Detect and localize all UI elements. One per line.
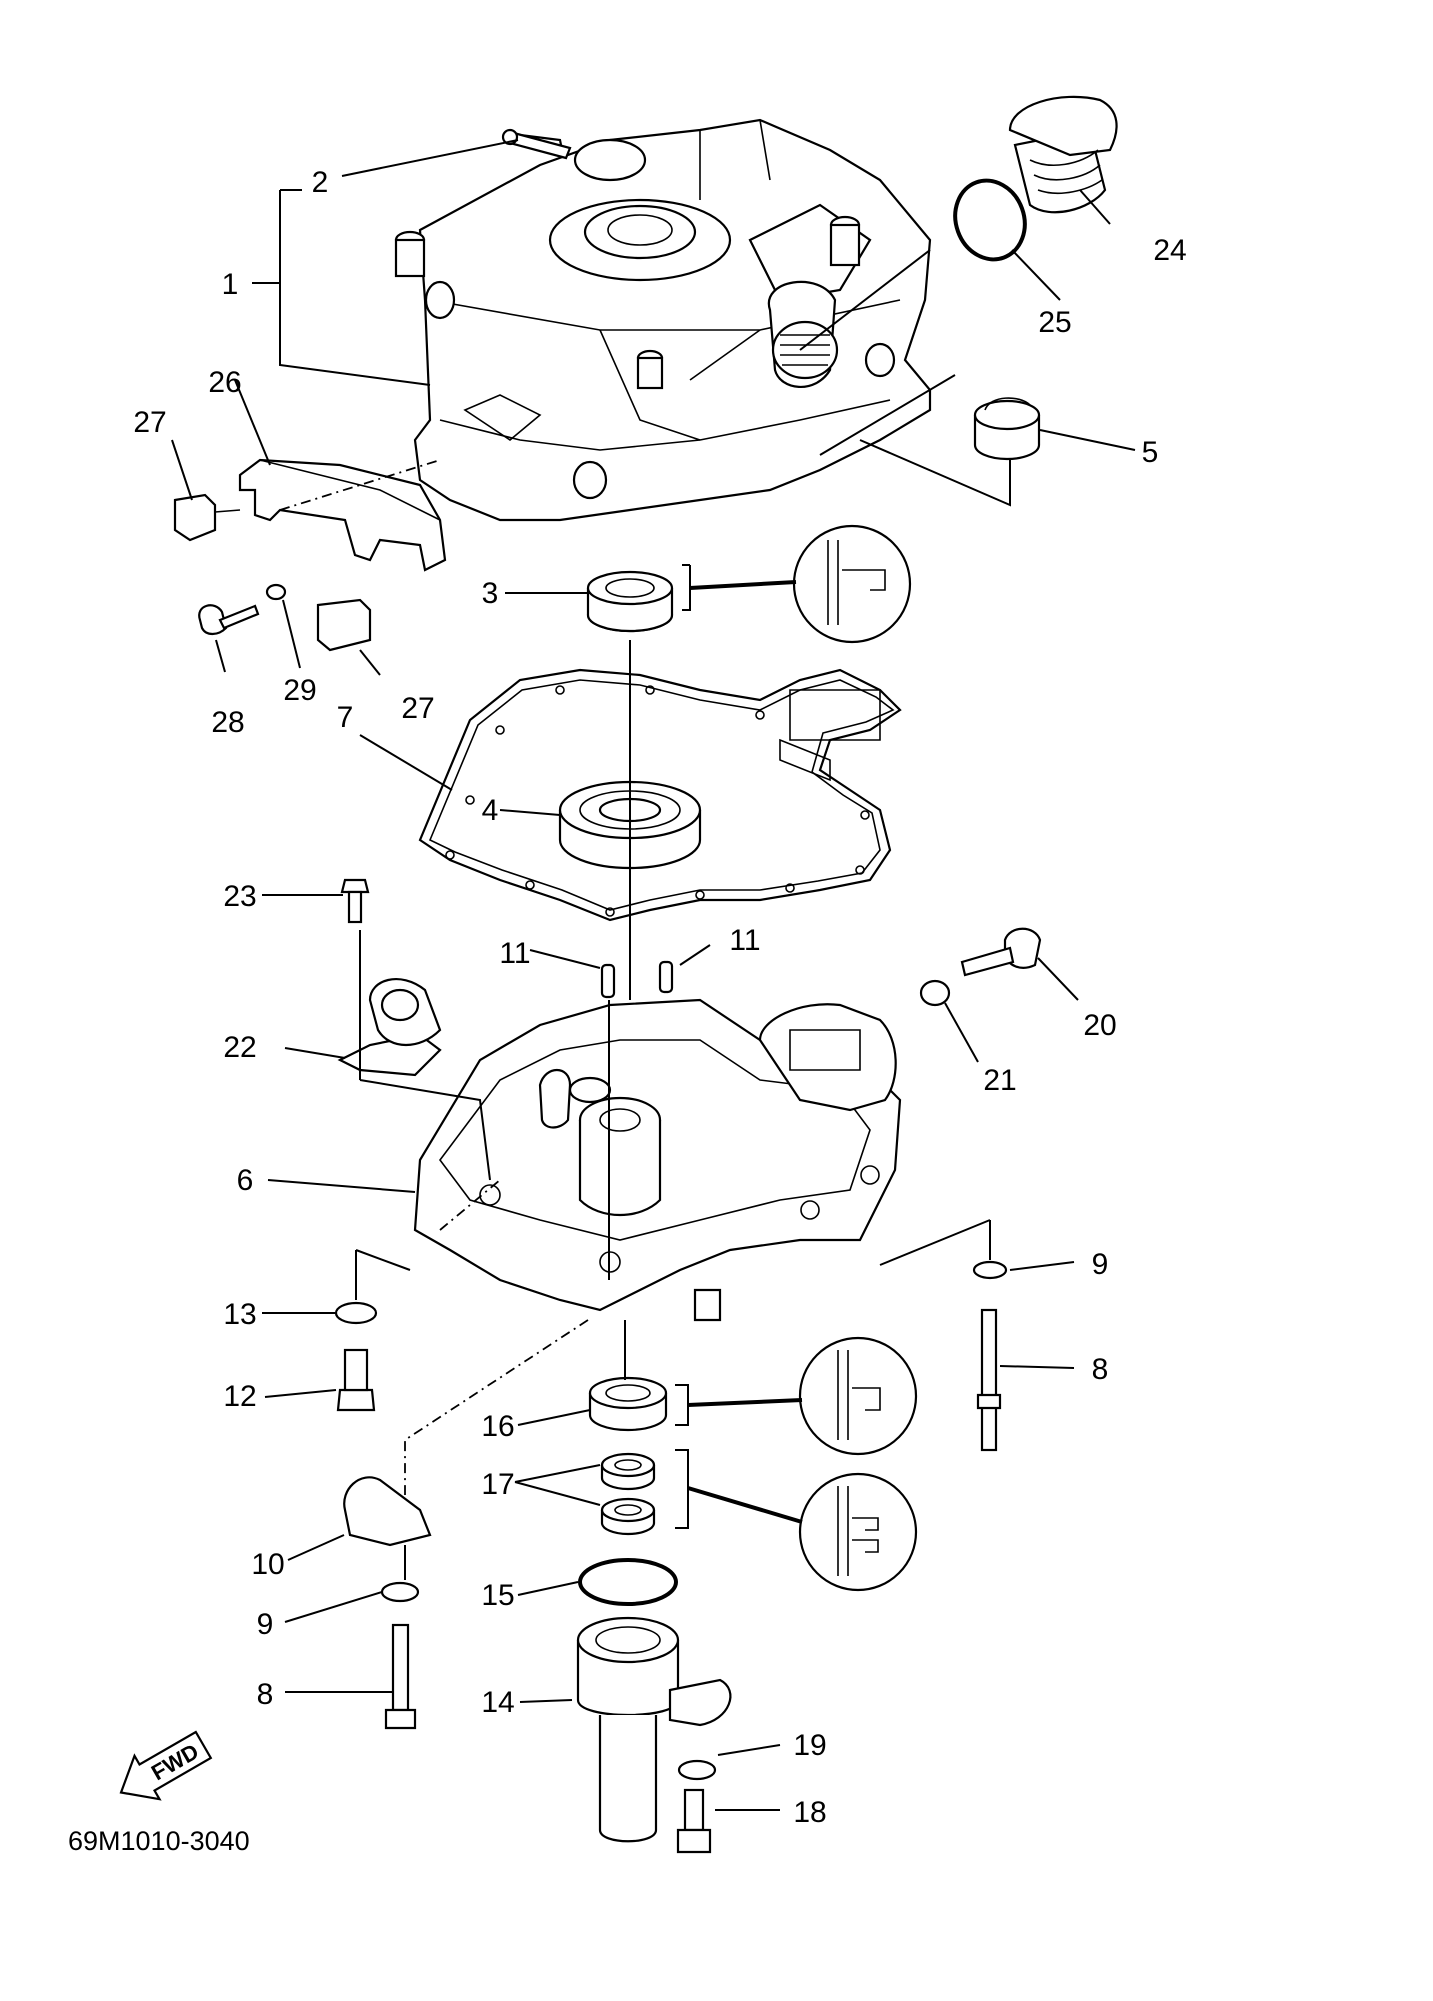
screw-20 — [960, 927, 1042, 977]
clip-10 — [343, 1476, 432, 1547]
bolt-8-left — [384, 1623, 417, 1730]
detail-seals-17 — [798, 1472, 918, 1592]
washer-19 — [677, 1759, 717, 1781]
callout-27-upper: 27 — [133, 406, 166, 439]
callout-4: 4 — [482, 794, 499, 827]
callouts: 1 2 3 4 5 6 7 8 8 9 9 10 11 11 12 13 14 … — [133, 166, 1186, 1829]
bolt-8-right — [976, 1308, 1002, 1452]
o-ring-upper — [953, 178, 1027, 262]
callout-12: 12 — [223, 1380, 256, 1413]
oil-seal-upper — [586, 570, 674, 633]
oil-seal-lower — [588, 1376, 668, 1432]
cylinder-block — [394, 118, 932, 522]
bolt-12 — [336, 1348, 376, 1412]
callout-19: 19 — [793, 1729, 826, 1762]
bracket-26 — [238, 458, 447, 572]
washer-9-left — [380, 1581, 420, 1603]
bolt-23 — [340, 878, 370, 924]
callout-29: 29 — [283, 674, 316, 707]
callout-7: 7 — [337, 701, 354, 734]
bracket-17 — [675, 1449, 689, 1529]
callout-24: 24 — [1153, 234, 1186, 267]
gasket-21 — [919, 979, 951, 1007]
filler-cap — [1008, 95, 1118, 214]
callout-11-right: 11 — [729, 924, 760, 957]
callout-11-left: 11 — [499, 937, 530, 970]
callout-13: 13 — [223, 1298, 256, 1331]
callout-26: 26 — [208, 366, 241, 399]
callout-9-right: 9 — [1092, 1248, 1109, 1281]
rubber-mount-27a — [173, 493, 241, 542]
bolt-18 — [676, 1788, 712, 1854]
callout-9-left: 9 — [257, 1608, 274, 1641]
oil-seals-pair — [600, 1452, 656, 1536]
callout-10: 10 — [251, 1548, 284, 1581]
bracket-3 — [682, 564, 691, 611]
o-ring-lower — [578, 1558, 678, 1606]
diagram-code: 69M1010-3040 — [68, 1826, 250, 1856]
fwd-arrow-icon: FWD — [119, 1730, 213, 1801]
callout-5: 5 — [1142, 436, 1159, 469]
callout-27-lower: 27 — [401, 692, 434, 725]
bolt-28 — [198, 604, 260, 636]
callout-8-left: 8 — [257, 1678, 274, 1711]
leader-detail-17 — [687, 1486, 803, 1524]
callout-16: 16 — [481, 1410, 514, 1443]
anode-22 — [337, 978, 442, 1077]
callout-15: 15 — [481, 1579, 514, 1612]
callout-14: 14 — [481, 1686, 514, 1719]
bracket-16 — [675, 1384, 689, 1426]
callout-17: 17 — [481, 1468, 514, 1501]
rubber-mount-27b — [316, 598, 372, 652]
callout-3: 3 — [482, 577, 499, 610]
callout-6: 6 — [237, 1164, 254, 1197]
seal-5 — [973, 397, 1041, 461]
assembly-lines — [355, 249, 1011, 1580]
callout-8-right: 8 — [1092, 1353, 1109, 1386]
callout-28: 28 — [211, 706, 244, 739]
washer-29 — [265, 583, 287, 601]
callout-20: 20 — [1083, 1009, 1116, 1042]
housing-14 — [576, 1616, 732, 1843]
washer-13 — [334, 1301, 378, 1325]
leader-detail-16 — [687, 1398, 803, 1407]
callout-22: 22 — [223, 1031, 256, 1064]
leader-detail-3 — [689, 580, 797, 590]
callout-21: 21 — [983, 1064, 1016, 1097]
callout-2: 2 — [312, 166, 329, 199]
callout-18: 18 — [793, 1796, 826, 1829]
detail-seal-16 — [798, 1336, 918, 1456]
washer-9-right — [972, 1260, 1008, 1280]
leader-lines — [171, 139, 1136, 1811]
callout-1: 1 — [222, 268, 239, 301]
pin-2 — [501, 128, 572, 160]
callout-23: 23 — [223, 880, 256, 913]
callout-25: 25 — [1038, 306, 1071, 339]
crankcase — [413, 998, 902, 1322]
dowel-pins — [600, 960, 674, 999]
detail-seal-3 — [792, 524, 912, 644]
